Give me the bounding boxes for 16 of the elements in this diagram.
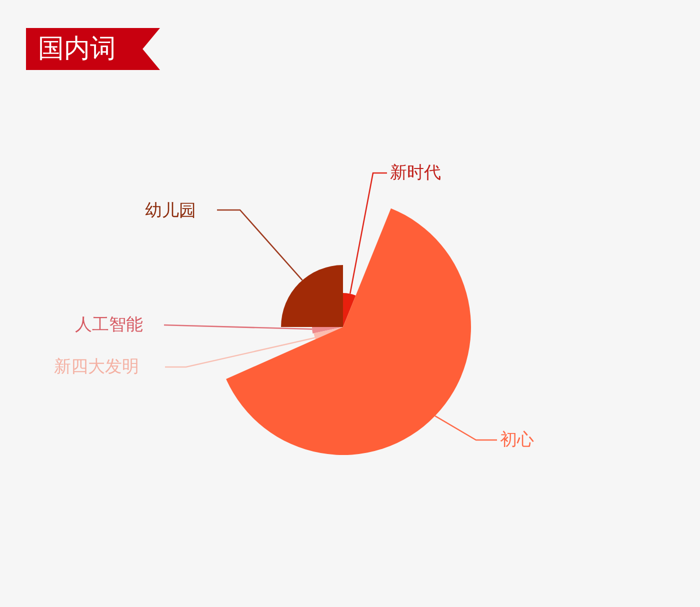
leader-line (165, 337, 316, 368)
title-banner: 国内词 (26, 28, 160, 70)
pie-slice (312, 327, 343, 334)
leader-line (217, 209, 303, 281)
pie-slice (226, 208, 471, 455)
leader-line (164, 324, 312, 330)
pie-slice (281, 265, 343, 327)
slice-label: 初心 (500, 429, 534, 451)
leader-line (434, 415, 497, 441)
slice-label: 新四大发明 (54, 356, 139, 378)
slice-label: 人工智能 (75, 314, 143, 336)
slice-label: 新时代 (390, 162, 441, 184)
pie-slice (314, 327, 343, 340)
slice-label: 幼儿园 (145, 200, 196, 222)
pie-slice (343, 293, 356, 327)
leader-line (349, 172, 387, 294)
